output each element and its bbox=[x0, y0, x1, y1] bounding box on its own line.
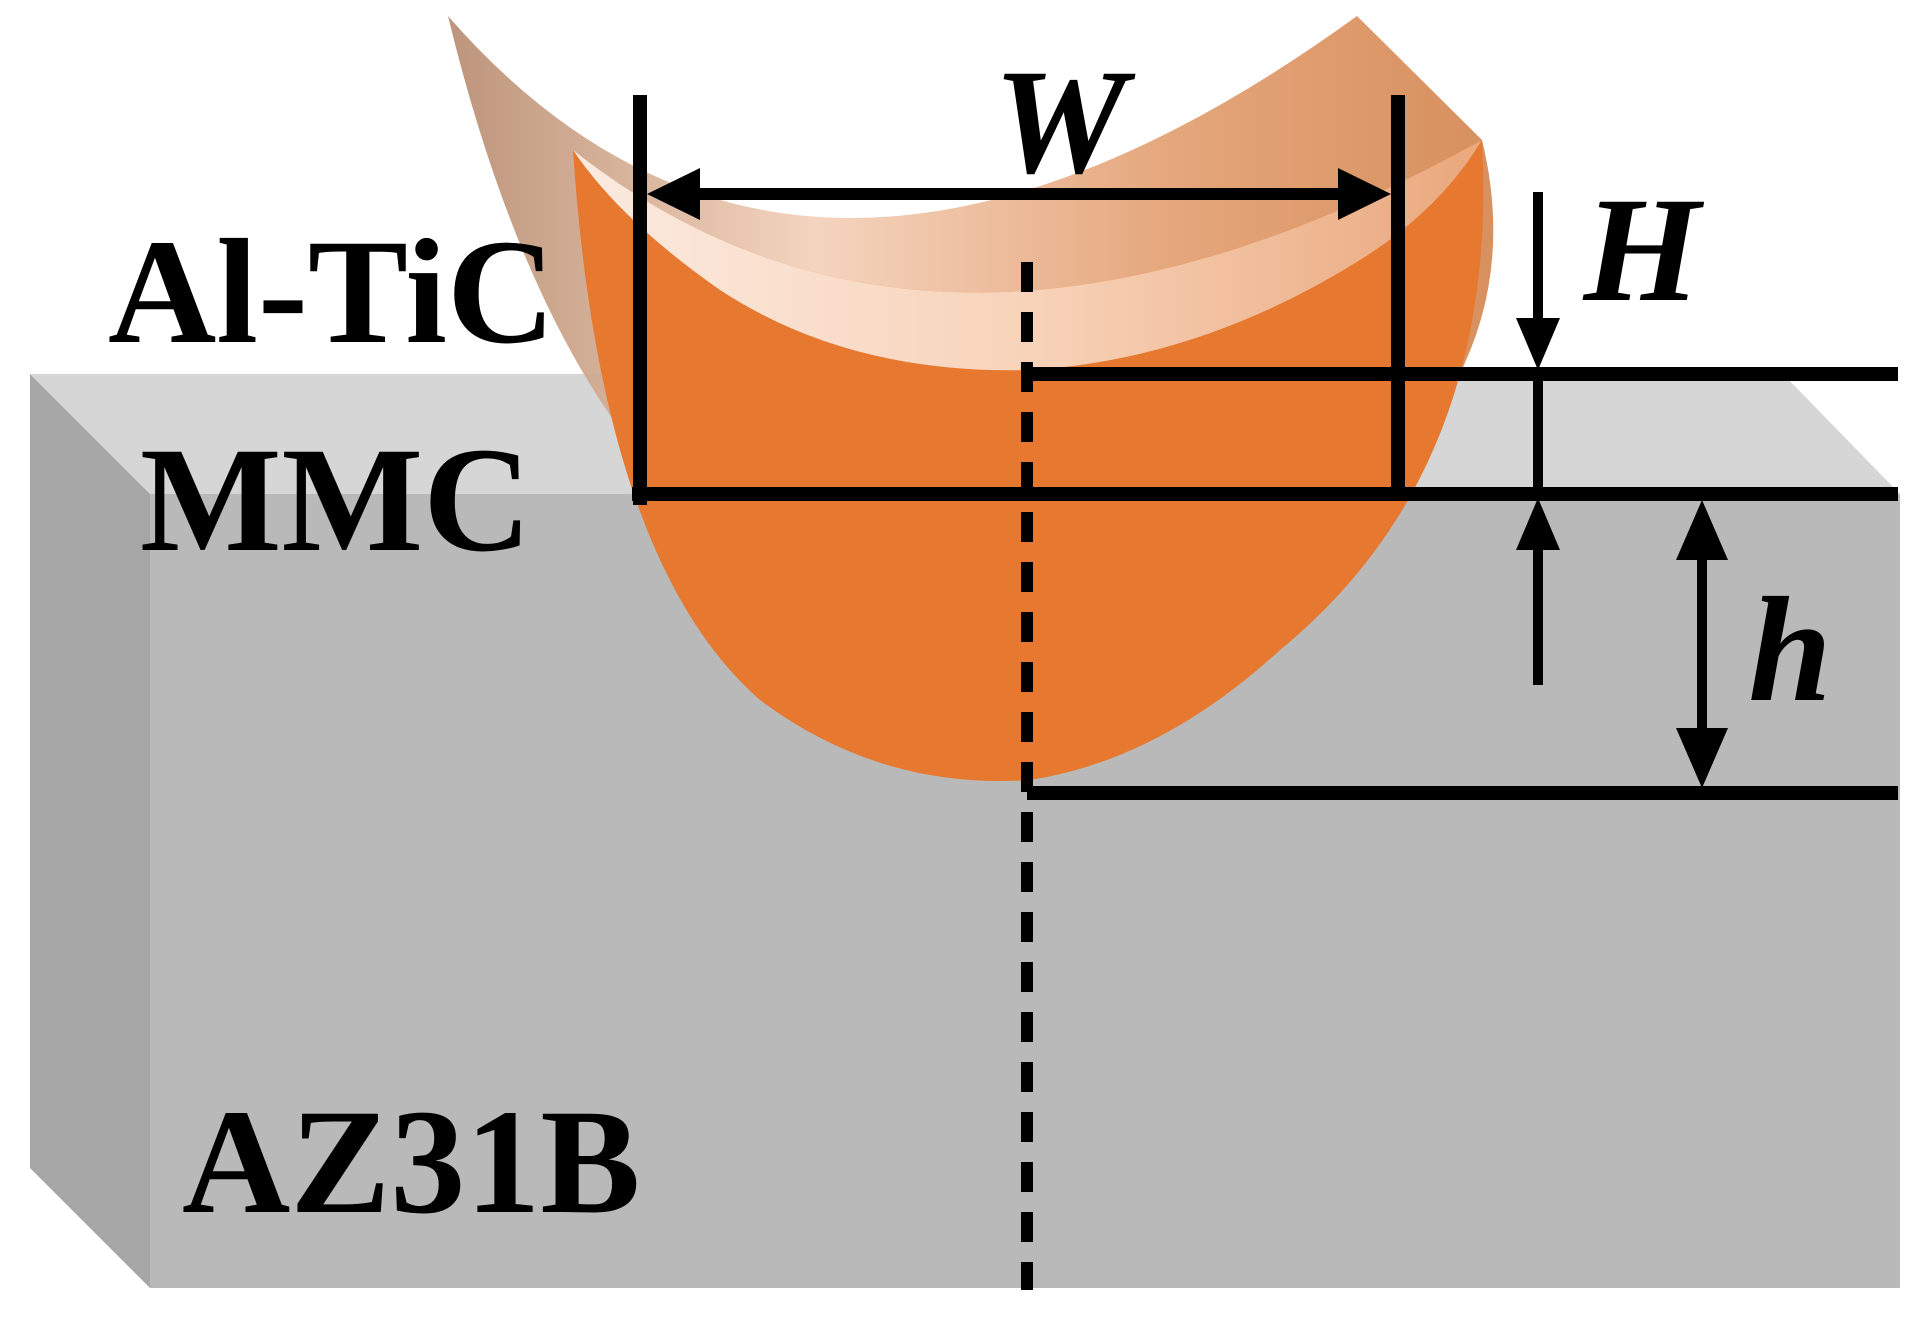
width-label: W bbox=[993, 39, 1136, 205]
depth-label: h bbox=[1748, 567, 1831, 733]
bead-top-surface bbox=[573, 140, 1482, 371]
height-dimension: H bbox=[1516, 167, 1705, 685]
width-dimension: W bbox=[633, 39, 1405, 505]
height-arrow-up bbox=[1516, 498, 1560, 550]
depth-arrow-up bbox=[1676, 500, 1728, 560]
depth-dimension: h bbox=[1676, 500, 1832, 788]
height-label: H bbox=[1582, 167, 1705, 333]
depth-arrow-down bbox=[1676, 728, 1728, 788]
clad-label-line1: Al-TiC bbox=[108, 209, 555, 375]
height-arrow-down bbox=[1516, 318, 1560, 370]
block-side-face bbox=[30, 374, 150, 1288]
width-arrow-right bbox=[1338, 168, 1391, 220]
width-arrow-left bbox=[647, 168, 700, 220]
clad-label-line2: MMC bbox=[140, 417, 531, 583]
substrate-label: AZ31B bbox=[182, 1079, 640, 1245]
clad-bead bbox=[448, 16, 1494, 781]
